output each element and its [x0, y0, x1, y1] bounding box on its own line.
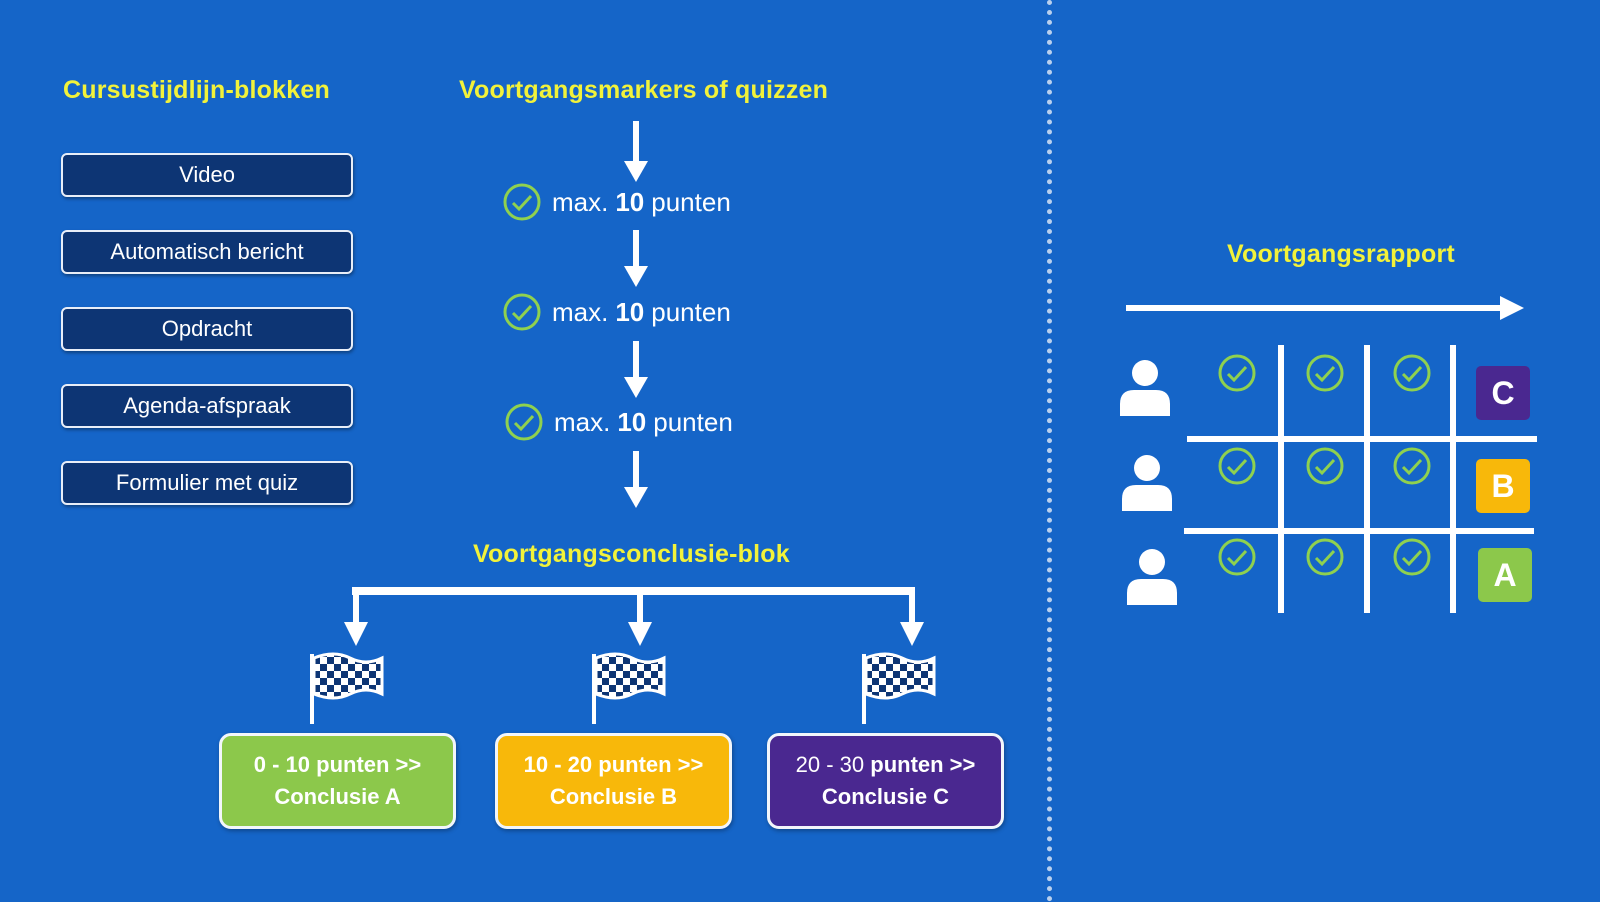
marker-suffix: punten	[651, 186, 731, 217]
conclusion-label: Conclusie B	[549, 784, 678, 809]
down-arrow-icon	[628, 622, 652, 646]
marker-prefix: max.	[554, 406, 611, 437]
check-circle-icon	[503, 293, 541, 331]
grade-badge: A	[1478, 548, 1532, 602]
conclusion-label: Conclusie C	[821, 784, 950, 809]
progress-markers-heading: Voortgangsmarkers of quizzen	[459, 76, 829, 104]
checkered-flag-icon	[310, 652, 384, 724]
down-arrow-icon	[344, 622, 368, 646]
check-circle-icon	[1393, 354, 1431, 392]
marker-prefix: max.	[552, 186, 609, 217]
section-divider	[1047, 0, 1052, 902]
grade-badge: B	[1476, 459, 1530, 513]
right-arrow-icon	[1126, 296, 1524, 320]
block-automatic-message[interactable]: Automatisch bericht	[61, 230, 353, 274]
conclusion-unit: punten >>	[598, 752, 704, 777]
block-form-with-quiz[interactable]: Formulier met quiz	[61, 461, 353, 505]
check-circle-icon	[503, 183, 541, 221]
down-arrow-icon	[624, 121, 648, 182]
block-calendar-appointment[interactable]: Agenda-afspraak	[61, 384, 353, 428]
conclusion-a-box: 0 - 10 punten >> Conclusie A	[219, 733, 456, 829]
check-circle-icon	[1393, 538, 1431, 576]
branch-connector	[344, 587, 924, 646]
conclusion-block-heading: Voortgangsconclusie-blok	[473, 540, 790, 568]
conclusion-label: Conclusie A	[274, 784, 401, 809]
check-circle-icon	[1306, 354, 1344, 392]
conclusion-unit: punten >>	[316, 752, 422, 777]
user-icon	[1122, 455, 1172, 511]
user-icon	[1127, 549, 1177, 605]
marker-points: 10	[615, 296, 645, 327]
block-video[interactable]: Video	[61, 153, 353, 197]
block-assignment[interactable]: Opdracht	[61, 307, 353, 351]
down-arrow-icon	[624, 451, 648, 508]
down-arrow-icon	[624, 341, 648, 398]
check-circle-icon	[1306, 538, 1344, 576]
check-circle-icon	[1218, 538, 1256, 576]
marker-points: 10	[615, 186, 645, 217]
progress-report-heading: Voortgangsrapport	[1227, 240, 1455, 268]
marker-suffix: punten	[653, 406, 733, 437]
down-arrow-icon	[900, 622, 924, 646]
checkered-flag-icon	[862, 652, 936, 724]
grade-badge: C	[1476, 366, 1530, 420]
conclusion-c-box: 20 - 30 punten >> Conclusie C	[767, 733, 1004, 829]
check-circle-icon	[1218, 354, 1256, 392]
timeline-blocks-heading: Cursustijdlijn-blokken	[63, 76, 330, 104]
conclusion-unit: punten >>	[870, 752, 976, 777]
check-circle-icon	[1306, 447, 1344, 485]
marker-points: 10	[617, 406, 647, 437]
check-circle-icon	[1393, 447, 1431, 485]
conclusion-range: 0 - 10	[253, 752, 310, 777]
conclusion-range: 20 - 30	[795, 752, 865, 777]
marker-suffix: punten	[651, 296, 731, 327]
user-icon	[1120, 360, 1170, 416]
checkered-flag-icon	[592, 652, 666, 724]
check-circle-icon	[1218, 447, 1256, 485]
check-circle-icon	[505, 403, 543, 441]
conclusion-b-box: 10 - 20 punten >> Conclusie B	[495, 733, 732, 829]
conclusion-range: 10 - 20	[523, 752, 593, 777]
marker-prefix: max.	[552, 296, 609, 327]
down-arrow-icon	[624, 230, 648, 287]
report-grid	[1184, 345, 1537, 613]
